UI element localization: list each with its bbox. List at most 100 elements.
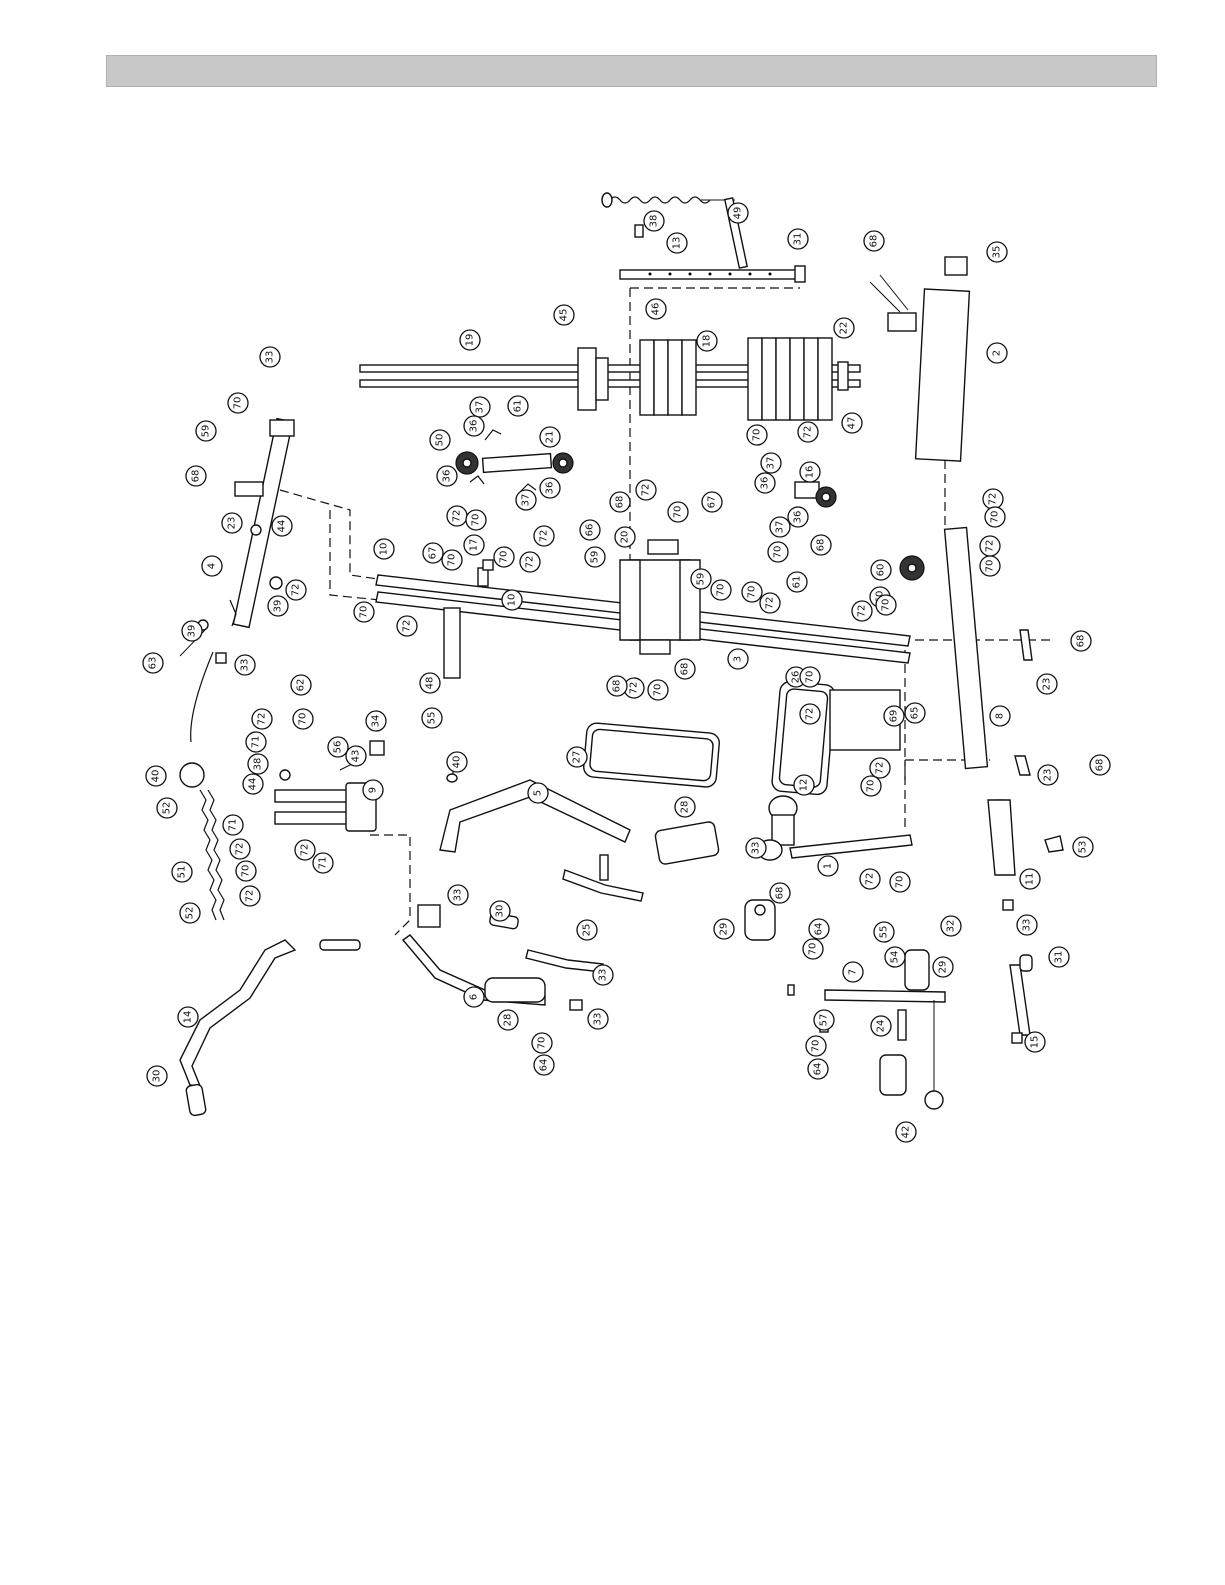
callout-circle — [1024, 1031, 1046, 1053]
callout-number: 55 — [427, 712, 438, 725]
callout-number: 19 — [465, 334, 476, 347]
part-callout-38: 38 — [643, 210, 665, 232]
callout-number: 20 — [620, 531, 631, 544]
cable-chain — [179, 651, 227, 921]
callout-number: 27 — [572, 751, 583, 764]
callout-circle — [769, 516, 791, 538]
part-callout-68: 68 — [185, 465, 207, 487]
callout-number: 30 — [495, 905, 506, 918]
callout-number: 2 — [992, 350, 1003, 356]
callout-number: 70 — [990, 511, 1001, 524]
callout-circle — [145, 765, 167, 787]
part-callout-48: 48 — [419, 672, 441, 694]
callout-circle — [527, 782, 549, 804]
part-callout-36: 36 — [754, 472, 776, 494]
part-callout-72: 72 — [799, 703, 821, 725]
callout-circle — [745, 837, 767, 859]
callout-circle — [290, 674, 312, 696]
callout-number: 8 — [995, 713, 1006, 719]
callout-number: 68 — [680, 663, 691, 676]
part-callout-36: 36 — [463, 415, 485, 437]
part-callout-72: 72 — [229, 838, 251, 860]
part-callout-70: 70 — [889, 871, 911, 893]
callout-circle — [666, 232, 688, 254]
pulley-bracket — [455, 429, 574, 493]
callout-circle — [860, 775, 882, 797]
part-callout-70: 70 — [805, 1035, 827, 1057]
part-callout-39: 39 — [181, 620, 203, 642]
callout-number: 70 — [747, 586, 758, 599]
callout-circle — [767, 541, 789, 563]
callout-number: 38 — [253, 758, 264, 771]
callout-circle — [805, 1035, 827, 1057]
callout-number: 11 — [1025, 873, 1036, 886]
part-callout-1: 1 — [817, 855, 839, 877]
callout-number: 68 — [775, 887, 786, 900]
callout-circle — [870, 1015, 892, 1037]
callout-number: 72 — [875, 762, 886, 775]
callout-circle — [799, 461, 821, 483]
callout-circle — [940, 915, 962, 937]
callout-number: 33 — [240, 659, 251, 672]
callout-number: 1 — [823, 863, 834, 869]
part-callout-38: 38 — [247, 753, 269, 775]
part-callout-71: 71 — [222, 814, 244, 836]
callout-number: 16 — [805, 466, 816, 479]
callout-circle — [647, 679, 669, 701]
callout-number: 33 — [598, 969, 609, 982]
callout-circle — [606, 675, 628, 697]
callout-number: 55 — [879, 926, 890, 939]
part-callout-7: 7 — [842, 961, 864, 983]
callout-circle — [171, 861, 193, 883]
callout-number: 67 — [428, 547, 439, 560]
part-callout-37: 37 — [515, 489, 537, 511]
callout-number: 32 — [946, 920, 957, 933]
part-callout-72: 72 — [635, 479, 657, 501]
callout-number: 69 — [889, 710, 900, 723]
callout-number: 72 — [291, 584, 302, 597]
part-callout-70: 70 — [531, 1032, 553, 1054]
part-callout-67: 67 — [422, 542, 444, 564]
upper-spring-assembly — [601, 192, 806, 283]
callout-circle — [142, 652, 164, 674]
callout-circle — [539, 426, 561, 448]
part-callout-72: 72 — [851, 600, 873, 622]
callout-number: 72 — [985, 540, 996, 553]
part-callout-5: 5 — [527, 782, 549, 804]
part-callout-72: 72 — [797, 421, 819, 443]
callout-number: 66 — [585, 524, 596, 537]
callout-number: 63 — [148, 657, 159, 670]
callout-number: 70 — [866, 780, 877, 793]
part-callout-70: 70 — [227, 392, 249, 414]
callout-circle — [533, 525, 555, 547]
callout-circle — [895, 1121, 917, 1143]
part-callout-68: 68 — [863, 230, 885, 252]
part-callout-36: 36 — [436, 465, 458, 487]
bottom-right-parts — [987, 799, 1064, 911]
part-callout-33: 33 — [234, 654, 256, 676]
callout-number: 52 — [162, 802, 173, 815]
callout-circle — [587, 1008, 609, 1030]
part-callout-32: 32 — [940, 915, 962, 937]
part-callout-70: 70 — [493, 546, 515, 568]
callout-number: 68 — [816, 539, 827, 552]
right-upright — [899, 526, 1033, 776]
part-callout-57: 57 — [813, 1009, 835, 1031]
callout-number: 31 — [1054, 951, 1065, 964]
part-callout-34: 34 — [365, 710, 387, 732]
callout-number: 68 — [1095, 759, 1106, 772]
callout-number: 44 — [248, 778, 259, 791]
callout-circle — [592, 964, 614, 986]
part-callout-70: 70 — [860, 775, 882, 797]
callout-circle — [979, 555, 1001, 577]
callout-number: 46 — [651, 303, 662, 316]
part-callout-23: 23 — [1036, 673, 1058, 695]
callout-number: 70 — [673, 506, 684, 519]
callout-number: 33 — [1022, 919, 1033, 932]
callout-number: 70 — [881, 599, 892, 612]
callout-circle — [863, 230, 885, 252]
part-callout-59: 59 — [584, 546, 606, 568]
callout-circle — [842, 961, 864, 983]
callout-circle — [227, 392, 249, 414]
callout-number: 3 — [733, 656, 744, 662]
